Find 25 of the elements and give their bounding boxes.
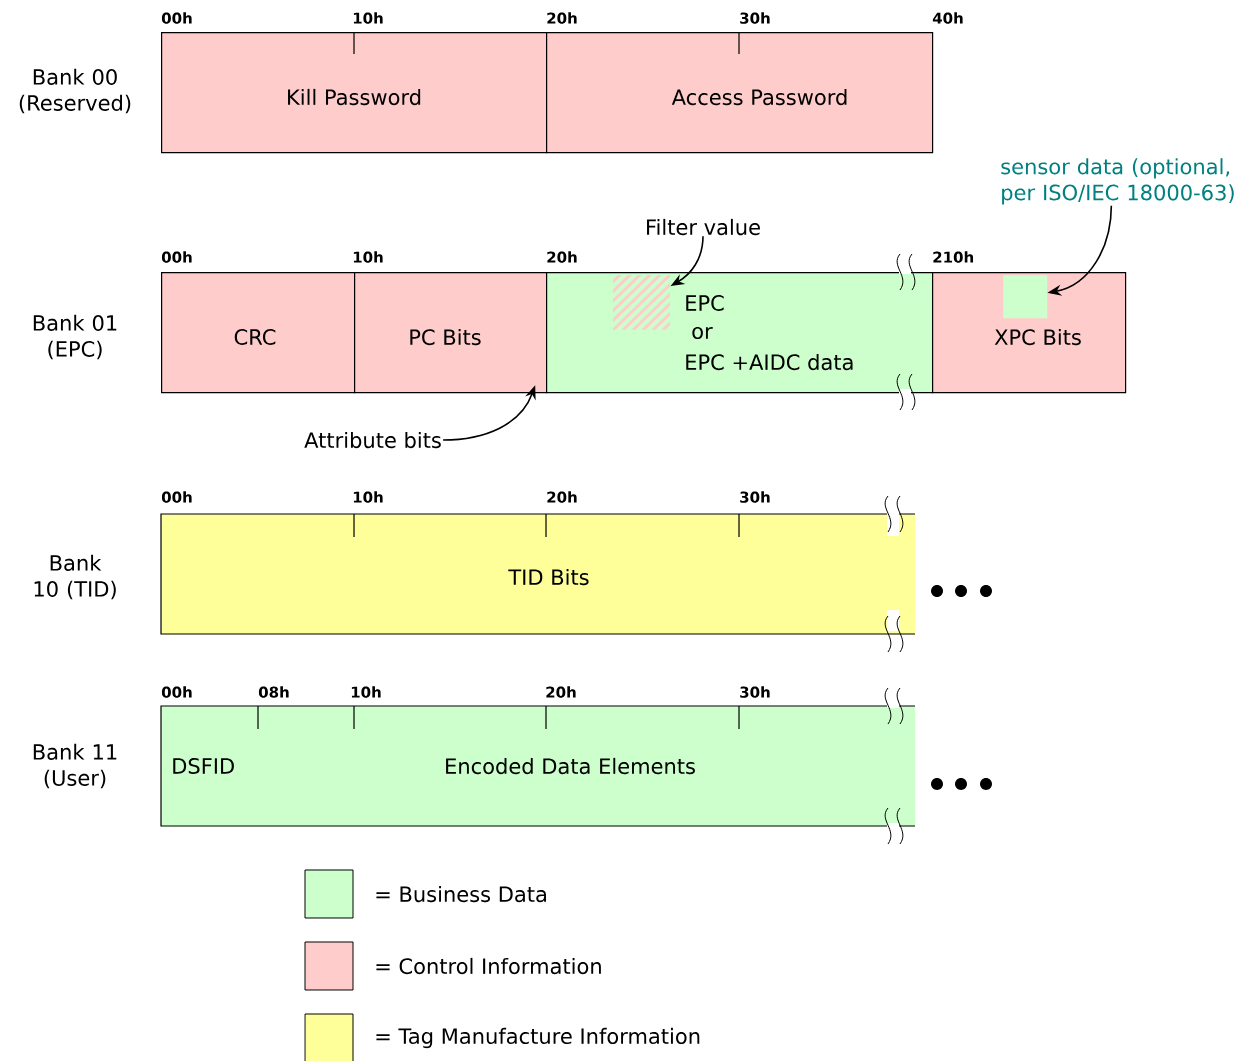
legend-text: = Business Data [376,885,546,903]
memory-field-box: TID Bits [160,513,916,635]
bank-label: Bank 11 (User) [33,743,117,789]
memory-field-box: XPC Bits [932,272,1127,394]
offset-label: 20h [547,251,577,263]
callout-text: Attribute bits [304,431,441,449]
offset-label: 40h [932,12,963,24]
highlighted-area [1003,275,1048,319]
offset-label: 20h [547,12,577,24]
memory-field-box: DSFID Encoded Data Elements [160,705,916,827]
memory-field-box: EPC or EPC +AIDC data [546,272,934,394]
hatched-area [613,275,670,330]
bank-label: Bank 01 (EPC) [33,314,117,360]
legend-text: = Control Information [376,957,601,975]
offset-label: 210h [933,251,974,263]
memory-field-box: CRC [161,272,356,394]
bank-label: Bank 00 (Reserved) [19,68,131,114]
memory-field-box: Kill Password [161,32,548,154]
callout-text: sensor data (optional, per ISO/IEC 18000-63) [1001,158,1234,205]
offset-label: 10h [353,251,383,263]
callout-text: Filter value [647,218,760,236]
memory-field-box: PC Bits [354,272,548,394]
bank-label: Bank 10 (TID) [34,554,116,600]
memory-field-box: Access Password [546,32,934,154]
legend-text: = Tag Manufacture Information [376,1027,700,1049]
